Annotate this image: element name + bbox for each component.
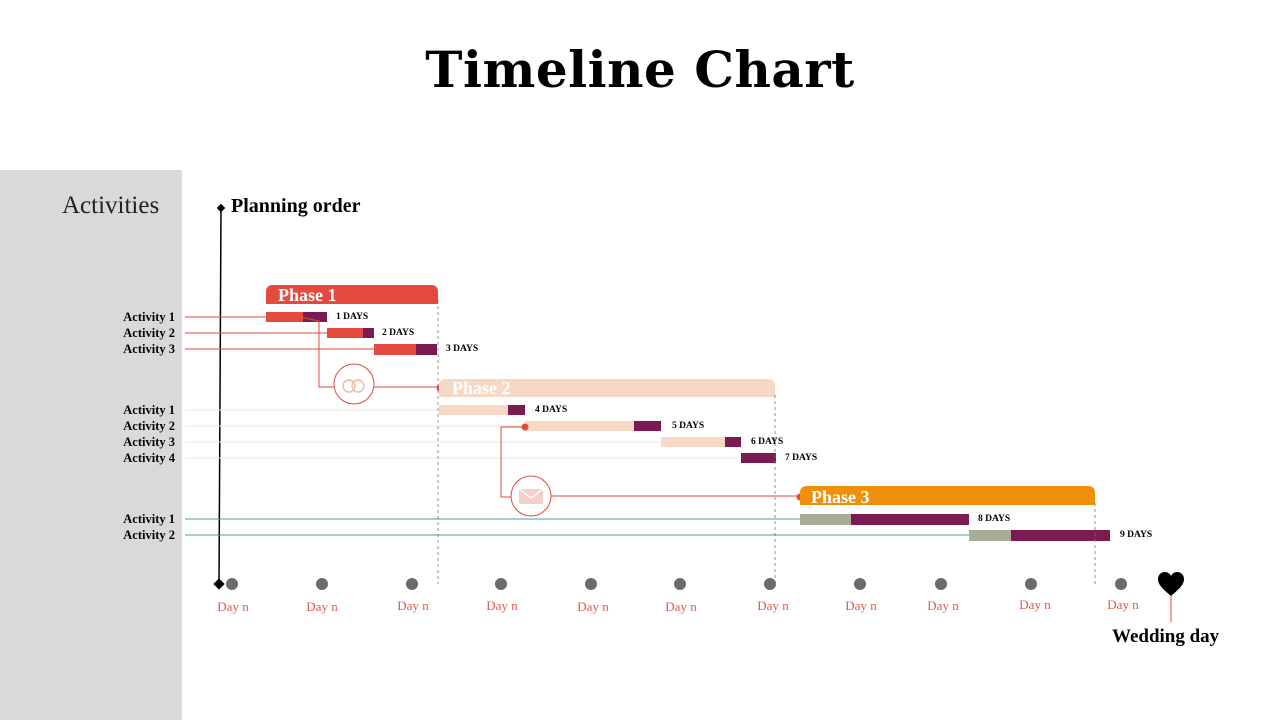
day-tick-label: Day n <box>486 598 518 613</box>
phase-1-activity-2-label: Activity 2 <box>123 326 175 340</box>
day-dot <box>406 578 418 590</box>
phase-2-activity-1-bar <box>439 405 508 415</box>
day-tick-label: Day n <box>217 599 249 614</box>
phase-3-label: Phase 3 <box>811 487 870 507</box>
day-dot <box>1115 578 1127 590</box>
phase-2-activity-3-bar <box>661 437 725 447</box>
day-tick-label: Day n <box>927 598 959 613</box>
day-dots <box>226 578 1127 590</box>
day-dot <box>226 578 238 590</box>
wedding-day-label: Wedding day <box>1112 626 1220 647</box>
day-tick-label: Day n <box>397 598 429 613</box>
phase-2-activity-4-duration: 7 DAYS <box>785 453 818 463</box>
phase-1-activity-3-accent <box>416 344 437 355</box>
rings-icon-ring-left <box>342 379 356 393</box>
planning-order-line <box>218 207 222 585</box>
phase-1-activity-1-duration: 1 DAYS <box>336 312 369 322</box>
phase-2-activity-2-label: Activity 2 <box>123 419 175 433</box>
phase-1-activity-2-accent <box>363 328 374 338</box>
phase-3-activity-2-label: Activity 2 <box>123 528 175 542</box>
phase-3-activity-1-bar <box>800 514 851 525</box>
phase-2-activity-4-accent <box>741 453 776 463</box>
day-dot <box>935 578 947 590</box>
phase-3-activity-1-label: Activity 1 <box>123 512 175 526</box>
phase-2-activity-3-label: Activity 3 <box>123 435 175 449</box>
day-dot <box>1025 578 1037 590</box>
day-dot <box>764 578 776 590</box>
activities-side-panel <box>0 170 182 720</box>
phase-2-activity-2-bar <box>525 421 634 431</box>
day-tick-label: Day n <box>845 598 877 613</box>
timeline-start-marker <box>213 578 225 590</box>
planning-order-marker <box>216 203 226 213</box>
phase-2-activity-3-accent <box>725 437 741 447</box>
phase-1-activity-3-duration: 3 DAYS <box>446 344 479 354</box>
page-title: Timeline Chart <box>425 40 855 99</box>
phase-2-activity-2-duration: 5 DAYS <box>672 421 705 431</box>
day-dot <box>854 578 866 590</box>
phase-2-label: Phase 2 <box>452 378 511 398</box>
phase-1-activity-1-bar <box>266 312 303 322</box>
heart-icon <box>1158 572 1184 596</box>
phase-2-activity-1-duration: 4 DAYS <box>535 405 568 415</box>
phase-2-connector <box>500 426 525 498</box>
phase-3-activity-2-bar <box>969 530 1011 541</box>
day-tick-label: Day n <box>1019 597 1051 612</box>
phase-1-activity-3-label: Activity 3 <box>123 342 175 356</box>
phase-1-activity-2-bar <box>327 328 363 338</box>
phase-2-activity-2-accent <box>634 421 661 431</box>
phase-2-activity-3-duration: 6 DAYS <box>751 437 784 447</box>
phase-1-activity-1-accent <box>303 312 327 322</box>
activities-heading: Activities <box>62 192 160 219</box>
day-tick-label: Day n <box>306 599 338 614</box>
phase-1-header <box>266 285 438 304</box>
rings-icon-ring-right <box>351 379 365 393</box>
day-dot <box>495 578 507 590</box>
envelope-icon-flap <box>518 488 544 499</box>
day-tick-label: Day n <box>577 599 609 614</box>
phase-3-activity-2-accent <box>1011 530 1110 541</box>
phase-1-activity-3-bar <box>374 344 416 355</box>
phase-1-activity-1-label: Activity 1 <box>123 310 175 324</box>
phase-3-header <box>800 486 1095 505</box>
planning-order-label: Planning order <box>231 195 361 217</box>
day-tick-label: Day n <box>757 598 789 613</box>
day-tick-label: Day n <box>665 599 697 614</box>
phase-3-activity-1-accent <box>851 514 969 525</box>
phase-1-label: Phase 1 <box>278 285 337 305</box>
phase-3-activity-2-duration: 9 DAYS <box>1120 530 1153 540</box>
phase-2-activity-4-label: Activity 4 <box>123 451 175 465</box>
phase-2-activity-1-accent <box>508 405 525 415</box>
phase-2-header <box>439 379 775 397</box>
day-dot <box>316 578 328 590</box>
day-dot <box>674 578 686 590</box>
phase-2-activity-1-label: Activity 1 <box>123 403 175 417</box>
phase-3-activity-1-duration: 8 DAYS <box>978 514 1011 524</box>
day-tick-label: Day n <box>1107 597 1139 612</box>
day-dot <box>585 578 597 590</box>
phase-1-activity-2-duration: 2 DAYS <box>382 328 415 338</box>
